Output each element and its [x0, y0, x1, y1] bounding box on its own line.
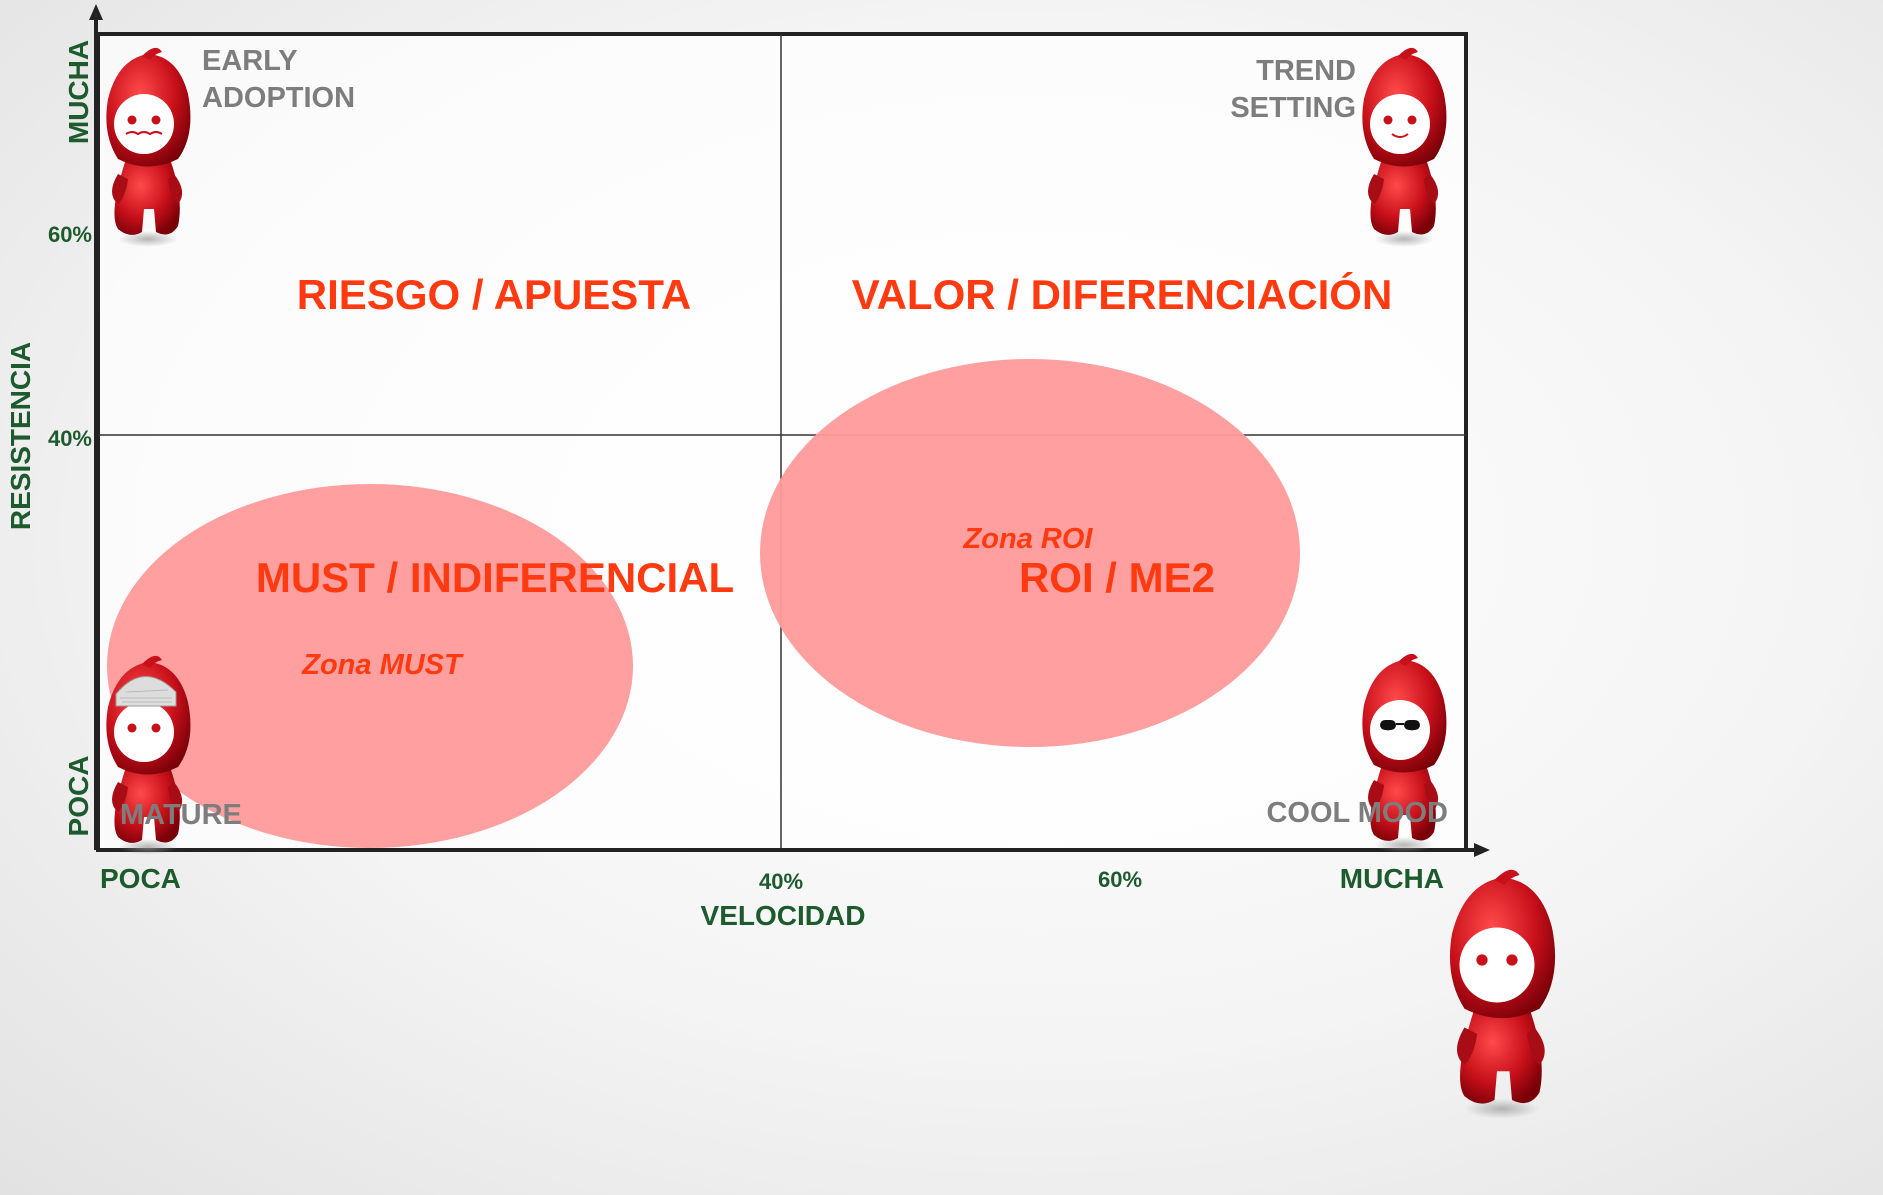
quadrant-bottom-left-title: MUST / INDIFERENCIAL — [256, 554, 734, 601]
persona-cool-mood: COOL MOOD — [1266, 797, 1448, 829]
zona-roi-area — [760, 359, 1300, 747]
y-axis-low-label: POCA — [63, 756, 94, 837]
mature-mascot-icon — [106, 655, 191, 855]
persona-mature: MATURE — [120, 799, 242, 831]
early-adoption-mascot-icon — [106, 47, 191, 247]
y-axis-high-label: MUCHA — [63, 40, 94, 144]
y-axis-arrowhead — [89, 4, 103, 20]
x-axis-high-label: MUCHA — [1340, 863, 1444, 894]
trend-setting-mascot-icon — [1362, 47, 1447, 247]
x-axis-title: VELOCIDAD — [701, 900, 866, 931]
y-axis-title: RESISTENCIA — [5, 342, 36, 530]
y-tick-60: 60% — [48, 222, 92, 247]
persona-early-adoption-line2: ADOPTION — [202, 82, 355, 114]
persona-trend-setting-line1: TREND — [1256, 55, 1356, 87]
persona-trend-setting-line2: SETTING — [1230, 92, 1356, 124]
persona-early-adoption-line1: EARLY — [202, 45, 298, 77]
x-tick-40: 40% — [759, 869, 803, 894]
zona-must-label: Zona MUST — [301, 649, 464, 681]
cool-mood-mascot-icon — [1362, 653, 1447, 853]
x-tick-60: 60% — [1098, 867, 1142, 892]
quadrant-bottom-right-title: ROI / ME2 — [1019, 554, 1215, 601]
corner-mascot-icon — [1449, 869, 1556, 1119]
quadrant-top-left-title: RIESGO / APUESTA — [297, 271, 691, 318]
zona-roi-label: Zona ROI — [963, 523, 1094, 555]
zona-must-area — [107, 484, 633, 848]
x-axis-arrowhead — [1474, 843, 1490, 857]
quadrant-top-right-title: VALOR / DIFERENCIACIÓN — [852, 270, 1393, 318]
y-tick-40: 40% — [48, 426, 92, 451]
x-axis-low-label: POCA — [100, 863, 181, 894]
